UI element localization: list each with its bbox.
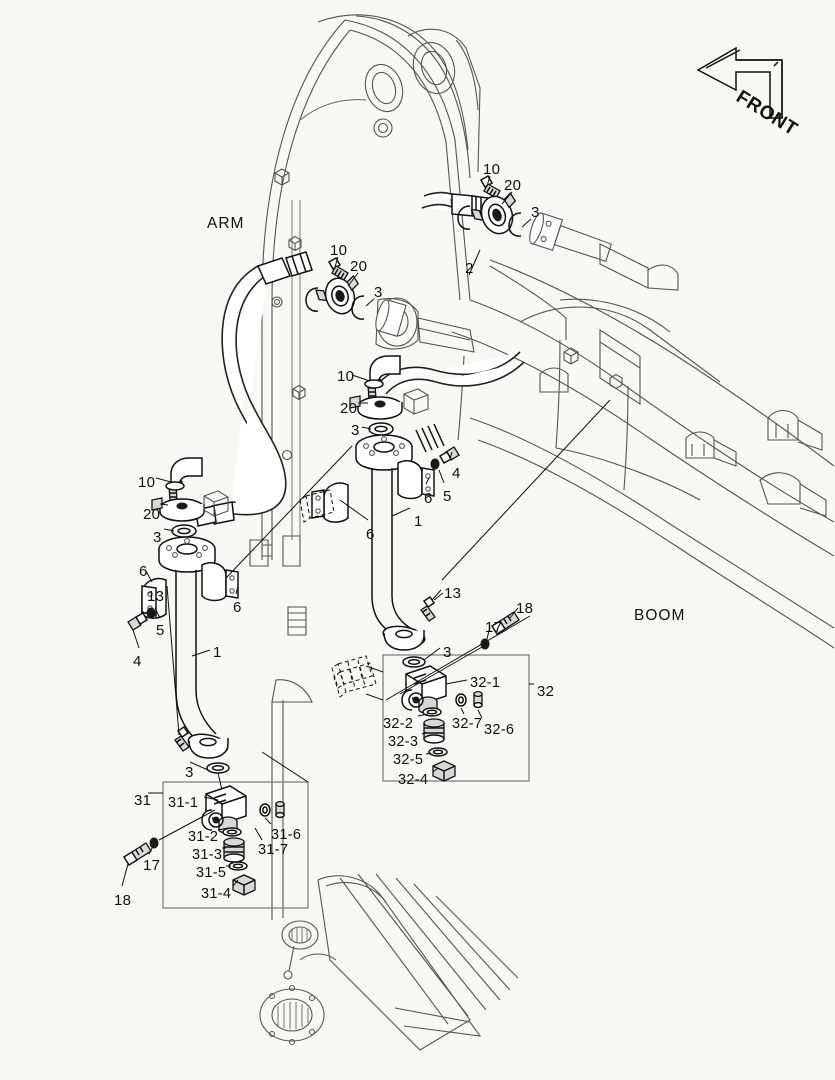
part-label-32-1: 32-1 xyxy=(470,675,501,691)
part-label-31-3: 31-3 xyxy=(192,847,223,863)
callout-17: 17 xyxy=(143,857,161,874)
main-hydraulic-hose xyxy=(195,251,313,527)
callout-4: 4 xyxy=(133,653,142,670)
center-hose xyxy=(377,351,525,395)
clamp-6-left-left xyxy=(141,577,167,619)
callout-20: 20 xyxy=(350,258,368,275)
callout-leaders xyxy=(121,175,611,887)
callout-6: 6 xyxy=(233,599,242,616)
arm-label: ARM xyxy=(207,215,245,232)
callout-31: 31 xyxy=(134,792,152,809)
callout-10: 10 xyxy=(483,161,501,178)
callout-6: 6 xyxy=(424,490,433,507)
coupling-assembly-mid xyxy=(305,256,407,337)
callout-13: 13 xyxy=(444,585,462,602)
callout-3: 3 xyxy=(443,644,452,661)
pipe-lower-flange-left xyxy=(187,733,229,759)
part-label-32-2: 32-2 xyxy=(383,716,414,732)
part-label-31-2: 31-2 xyxy=(188,829,219,845)
part-label-32-3: 32-3 xyxy=(388,734,419,750)
callout-10: 10 xyxy=(337,368,355,385)
clamp-6-center-left xyxy=(311,482,349,523)
clamp-6-center-right xyxy=(397,460,435,500)
boom-clamp-1 xyxy=(685,431,737,467)
svg-text:FRONT: FRONT xyxy=(732,86,801,140)
detail-box-32-art xyxy=(333,611,533,782)
callout-20: 20 xyxy=(504,177,522,194)
clamp-6-left-right xyxy=(201,562,239,602)
upper-hose xyxy=(421,191,489,217)
part-label-31-4: 31-4 xyxy=(201,886,232,902)
callout-1: 1 xyxy=(414,513,423,530)
part-label-32-7: 32-7 xyxy=(452,716,483,732)
callout-4: 4 xyxy=(452,465,461,482)
coupling-assembly-top xyxy=(457,174,679,291)
flange-20-left xyxy=(151,497,205,522)
callout-6: 6 xyxy=(366,526,375,543)
part-label-31-7: 31-7 xyxy=(258,842,289,858)
flange-20-center xyxy=(349,395,403,420)
boom-structure xyxy=(451,259,835,649)
center-pipe-assembly xyxy=(299,355,460,689)
callout-3: 3 xyxy=(351,422,360,439)
callout-17: 17 xyxy=(485,619,503,636)
callout-1: 1 xyxy=(213,644,222,661)
detail-box-31-art xyxy=(122,751,309,909)
callout-13: 13 xyxy=(147,588,165,605)
callout-2: 2 xyxy=(465,260,474,277)
part-label-31-1: 31-1 xyxy=(168,795,199,811)
boom-clamp-3 xyxy=(539,367,569,393)
callout-3: 3 xyxy=(153,529,162,546)
pipe-lower-flange-center xyxy=(382,625,426,651)
part-label-31-6: 31-6 xyxy=(271,827,302,843)
part-label-31-5: 31-5 xyxy=(196,865,227,881)
callout-18: 18 xyxy=(516,600,534,617)
callout-3: 3 xyxy=(374,284,383,301)
callout-3: 3 xyxy=(185,764,194,781)
part-label-32-4: 32-4 xyxy=(398,772,429,788)
left-pipe-assembly xyxy=(127,457,239,774)
arm-structure xyxy=(249,14,481,920)
pipe-flange-center xyxy=(355,434,413,471)
callout-32: 32 xyxy=(537,683,555,700)
boom-label: BOOM xyxy=(634,607,686,624)
callout-10: 10 xyxy=(138,474,156,491)
arm-lower-bucket xyxy=(259,873,519,1051)
pipe-flange-left xyxy=(158,536,216,573)
callout-6: 6 xyxy=(139,563,148,580)
callout-20: 20 xyxy=(143,506,161,523)
front-arrow-marker: FRONT xyxy=(696,46,801,140)
callout-10: 10 xyxy=(330,242,348,259)
callout-5: 5 xyxy=(156,622,165,639)
callout-20: 20 xyxy=(340,400,358,417)
part-label-32-5: 32-5 xyxy=(393,752,424,768)
callout-3: 3 xyxy=(531,204,540,221)
callout-5: 5 xyxy=(443,488,452,505)
part-label-32-6: 32-6 xyxy=(484,722,515,738)
callout-18: 18 xyxy=(114,892,132,909)
boom-clamp-2 xyxy=(767,409,823,451)
